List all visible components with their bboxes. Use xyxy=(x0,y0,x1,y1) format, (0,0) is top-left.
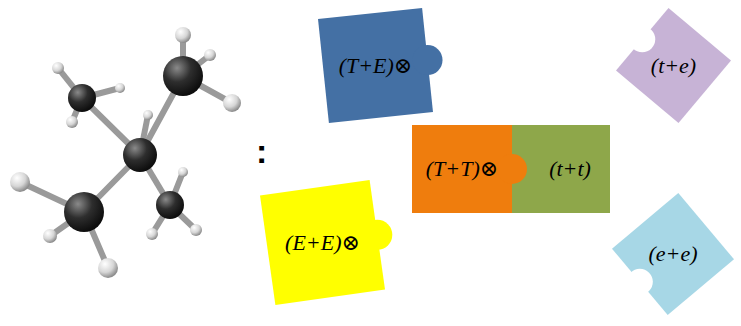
puzzle-piece: (t+e) xyxy=(612,8,735,123)
piece-formula: (t+t) xyxy=(549,156,591,182)
colon-sign: : xyxy=(256,132,267,171)
puzzle-piece: (e+e) xyxy=(612,190,734,318)
puzzle-piece: (E+E)⊗ xyxy=(253,180,392,305)
piece-body xyxy=(512,125,610,213)
piece-knob xyxy=(413,45,443,75)
piece-knob xyxy=(362,220,392,250)
puzzle-piece: (T+T)⊗ xyxy=(412,125,512,213)
piece-knob xyxy=(497,154,527,184)
piece-notch xyxy=(629,26,655,52)
piece-formula: (T+E)⊗ xyxy=(339,53,413,79)
piece-formula: (e+e) xyxy=(648,241,697,267)
piece-formula: (T+T)⊗ xyxy=(426,156,498,182)
piece-body xyxy=(616,8,731,123)
piece-body xyxy=(612,193,734,315)
piece-notch xyxy=(627,269,653,295)
piece-formula: (E+E)⊗ xyxy=(285,230,360,256)
piece-body xyxy=(412,125,512,213)
puzzle-piece: (T+E)⊗ xyxy=(313,8,438,123)
piece-formula: (t+e) xyxy=(651,53,696,79)
